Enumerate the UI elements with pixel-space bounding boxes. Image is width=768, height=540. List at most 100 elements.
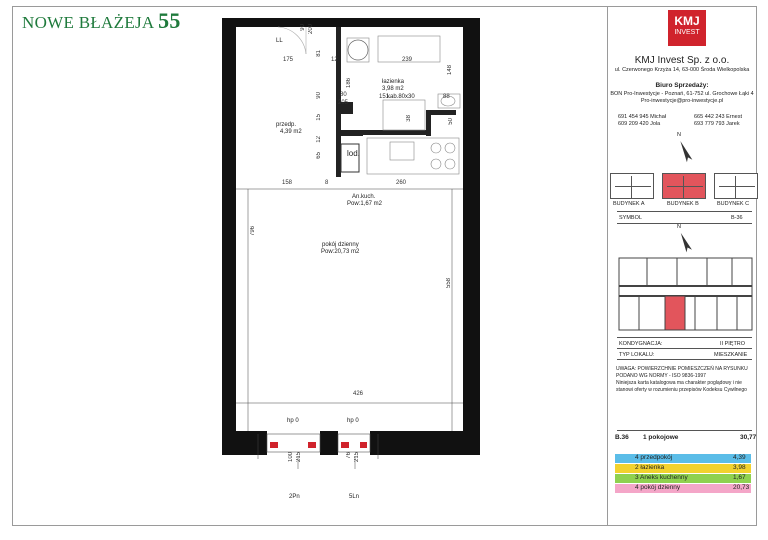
dim-81: 81 (316, 50, 322, 57)
type-value: MIESZKANIE (714, 352, 748, 358)
window-marker-1 (270, 442, 278, 448)
floor-plan (222, 18, 480, 469)
wall-left (222, 18, 236, 455)
window-left (266, 433, 321, 453)
rule-2 (617, 223, 752, 224)
contact-left-1: 691 454 945 Michał (618, 114, 667, 120)
shower-label: kab.80x30 (387, 94, 415, 100)
room-row-name: 3 Aneks kuchenny (635, 474, 688, 481)
dim-12b: 12 (316, 136, 322, 143)
dim-558: 558 (446, 278, 452, 289)
kitchen-counter (366, 137, 460, 175)
room-row-area: 4,39 (733, 454, 746, 461)
company-address: ul. Czerwonego Krzyża 14, 63-000 Środa W… (614, 67, 750, 73)
building-a-thumbnail[interactable] (610, 173, 654, 199)
brand-title: NOWE BŁAŻEJA 55 (22, 8, 181, 34)
kmj-logo: KMJ INVEST (668, 10, 706, 46)
dim-796: 796 (250, 226, 256, 237)
rule-5 (617, 359, 752, 360)
dim-12a: 12 (331, 57, 338, 63)
wall-top (222, 18, 480, 27)
room-row-name: 4 pokój dzienny (635, 484, 681, 491)
summary-area: 30,77 (740, 434, 757, 441)
window-marker-4 (360, 442, 367, 448)
floor-key-plan (618, 257, 753, 331)
room-row-area: 3,98 (733, 464, 746, 471)
rule-3 (617, 337, 752, 338)
floor-label: KONDYGNACJA: (619, 341, 663, 347)
dim-38: 38 (406, 115, 412, 122)
window-marker-2 (308, 442, 316, 448)
office-line1: BON Pro-Inwestycje - Poznań, 61-752 ul. … (610, 91, 754, 97)
wall-right-lower (463, 200, 480, 455)
compass-icon (680, 141, 693, 163)
office-heading: Biuro Sprzedaży: (655, 82, 709, 89)
company-name: KMJ Invest Sp. z o.o. (634, 55, 730, 66)
building-b-thumbnail[interactable] (662, 173, 706, 199)
room-row-area: 20,73 (733, 484, 750, 491)
dim-158: 158 (282, 180, 293, 186)
kitchen-area: Pow:1,67 m2 (347, 201, 383, 207)
wall-bottom-left (222, 431, 267, 455)
contact-right-2: 693 779 793 Jarek (694, 121, 740, 127)
dim-205: 205 (338, 100, 349, 106)
dim-88: 88 (443, 94, 450, 100)
logo-line2: INVEST (674, 29, 700, 36)
dim-15: 15 (316, 114, 322, 121)
hp-right-label: hp 0 (347, 418, 359, 424)
bathroom-area: 3,98 m2 (382, 86, 404, 92)
window-marker-3 (341, 442, 349, 448)
window-right-label: 5Ln (349, 494, 360, 500)
wall-bottom-right (370, 431, 480, 455)
hallway-label: przedp. (276, 122, 297, 128)
sheet-divider (607, 6, 608, 526)
note-line3: Niniejsza karta katalogowa ma charakter … (616, 380, 742, 386)
fridge-label: lod. (347, 149, 360, 158)
dim-151: 151 (379, 94, 390, 100)
hallway-area: 4,39 m2 (280, 129, 302, 135)
dim-90: 90 (300, 24, 306, 31)
rule-4 (617, 348, 752, 349)
brand-number: 55 (158, 8, 181, 33)
dim-426: 426 (353, 391, 364, 397)
dim-200: 200 (308, 24, 314, 35)
dim-175: 175 (283, 57, 294, 63)
note-line1: UWAGA: POWIERZCHNIE POMIESZCZEŃ NA RYSUN… (616, 366, 748, 372)
room-row: 4 pokój dzienny 20,73 (615, 484, 751, 493)
toilet (437, 93, 461, 109)
compass-n-label-2: N (677, 224, 681, 230)
building-c-thumbnail[interactable] (714, 173, 758, 199)
dim-186: 186 (346, 78, 352, 89)
window-left-label: 2Pn (289, 494, 300, 500)
living-room-area: Pow:20,73 m2 (321, 249, 360, 255)
note-line4: stanowi oferty w rozumieniu przepisów Ko… (616, 387, 747, 393)
dim-50: 50 (448, 118, 454, 125)
note-line2: PODANO WG NORMY - ISO 9836-1997 (616, 373, 706, 379)
dim-65: 65 (316, 152, 322, 159)
building-a-label: BUDYNEK A (613, 201, 645, 207)
summary-type: 1 pokojowe (643, 434, 679, 441)
contact-left-2: 609 209 420 Jola (618, 121, 661, 127)
bathtub (377, 35, 441, 63)
wall-bath-bottom (341, 130, 426, 135)
dim-80: 80 (340, 92, 347, 98)
type-label: TYP LOKALU: (619, 352, 655, 358)
dim-215a: 215 (296, 452, 302, 463)
room-row-area: 1,67 (733, 474, 746, 481)
building-b-label: BUDYNEK B (667, 201, 699, 207)
building-c-label: BUDYNEK C (717, 201, 750, 207)
office-line2: Pro-inwestycje@pro-inwestycje.pl (640, 98, 724, 104)
rule-1 (617, 211, 752, 212)
dim-215b: 215 (354, 452, 360, 463)
compass-n-label: N (677, 132, 681, 138)
living-room-label: pokój dzienny (322, 242, 359, 248)
compass-icon-2 (680, 232, 692, 253)
selected-unit (664, 295, 686, 331)
dim-76: 76 (346, 452, 352, 459)
bathroom-label: łazienka (382, 79, 405, 85)
rule-6 (617, 430, 752, 431)
symbol-label: SYMBOL (619, 215, 642, 221)
wall-bath-left (336, 27, 341, 177)
kitchen-label: An.kuch. (352, 194, 376, 200)
